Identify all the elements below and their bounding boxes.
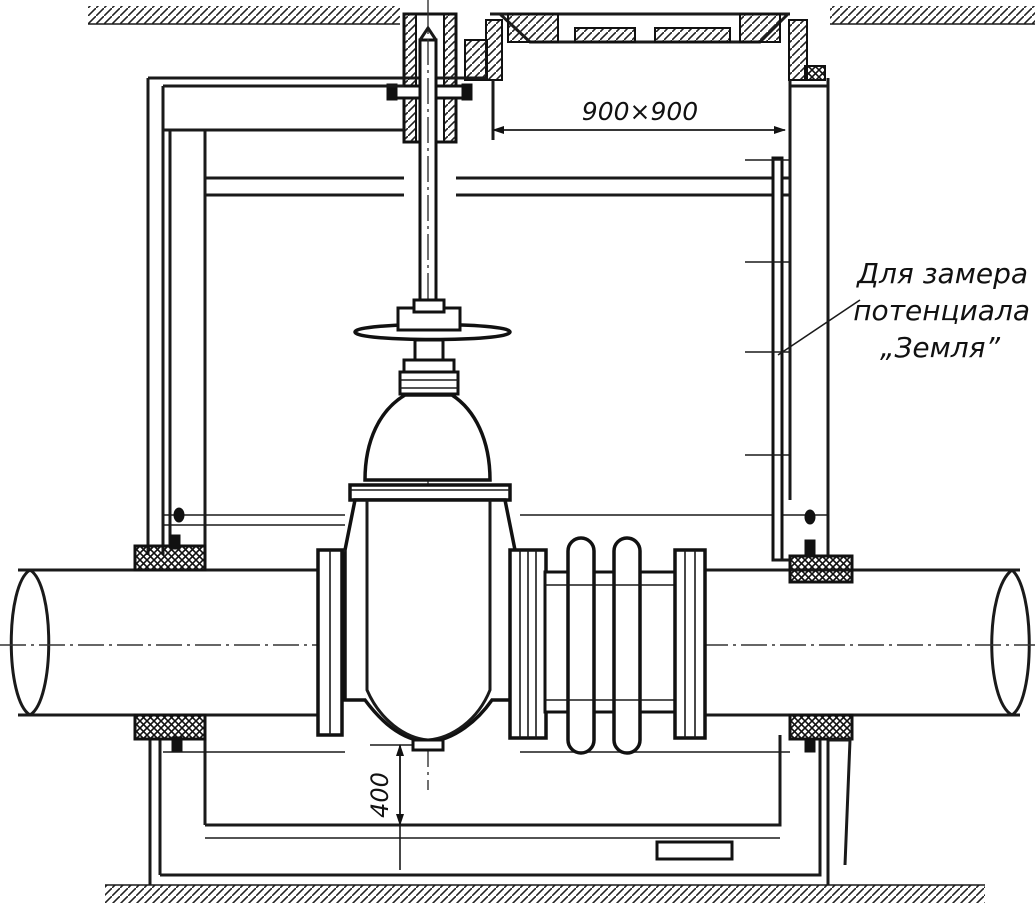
dimension-opening-label: 900×900 [582, 97, 698, 126]
dimension-clearance: 400 [366, 744, 412, 870]
bellows-compensator [543, 536, 707, 755]
ground-top [88, 6, 1035, 25]
grounding-note: Для замера потенциала „Земля” [853, 257, 1030, 364]
valve-flanges [316, 548, 548, 740]
dimension-opening: 900×900 [492, 97, 786, 134]
grounding-rod [745, 156, 852, 866]
chamber-bottom [148, 735, 830, 885]
gate-valve-body [329, 393, 531, 752]
ground-bottom [105, 884, 985, 903]
chamber-walls [146, 76, 830, 555]
note-line-1: Для замера [855, 257, 1028, 290]
wall-seals [133, 507, 854, 753]
note-line-2: потенциала [853, 294, 1030, 327]
dimension-clearance-label: 400 [366, 772, 394, 818]
note-leader [777, 299, 861, 356]
handwheel [353, 298, 512, 396]
note-line-3: „Земля” [880, 331, 1001, 364]
